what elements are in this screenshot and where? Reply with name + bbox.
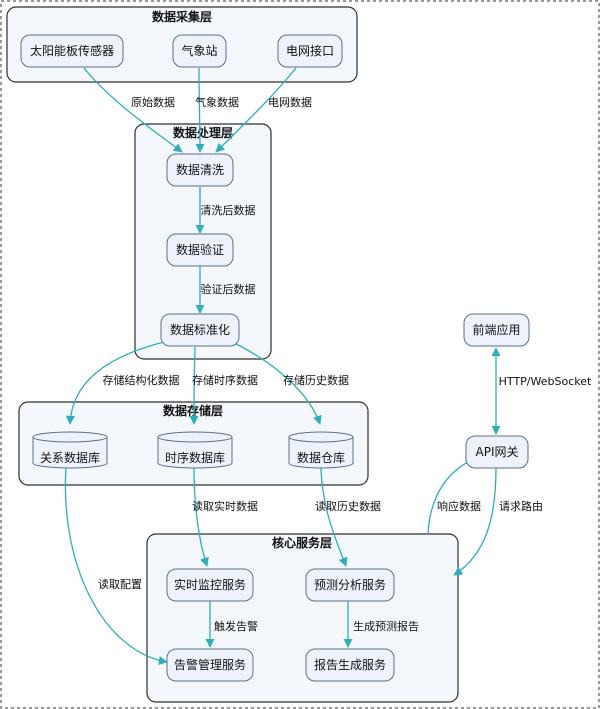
node-label-weather-station: 气象站 — [181, 43, 217, 58]
edge-store-structured — [65, 340, 169, 425]
node-label-realtime-monitor: 实时监控服务 — [174, 577, 246, 592]
node-frontend-app[interactable]: 前端应用 — [463, 313, 530, 347]
edge-grid-data — [215, 67, 297, 153]
node-relational-db[interactable]: 关系数据库 — [32, 431, 108, 469]
node-label-forecast-analysis: 预测分析服务 — [314, 577, 386, 592]
edge-label-store-history: 存储历史数据 — [283, 373, 349, 387]
edge-label-raw-data: 原始数据 — [131, 95, 175, 109]
edge-label-store-timeseries: 存储时序数据 — [192, 373, 258, 387]
node-realtime-monitor[interactable]: 实时监控服务 — [166, 568, 254, 602]
edge-label-weather-data: 气象数据 — [195, 95, 239, 109]
node-forecast-analysis[interactable]: 预测分析服务 — [305, 568, 395, 602]
edge-store-timeseries — [189, 346, 199, 425]
node-label-alarm-management: 告警管理服务 — [174, 657, 246, 672]
edge-weather-data — [195, 67, 205, 153]
node-label-data-cleaning: 数据清洗 — [176, 162, 224, 177]
node-solar-sensor[interactable]: 太阳能板传感器 — [20, 34, 124, 68]
node-label-api-gateway: API网关 — [476, 445, 519, 459]
node-alarm-management[interactable]: 告警管理服务 — [166, 648, 254, 682]
node-label-report-generation: 报告生成服务 — [314, 657, 386, 672]
node-grid-interface[interactable]: 电网接口 — [277, 34, 343, 68]
node-timeseries-db[interactable]: 时序数据库 — [157, 431, 233, 469]
node-data-validation[interactable]: 数据验证 — [166, 233, 234, 267]
node-label-frontend-app: 前端应用 — [472, 322, 520, 337]
edge-raw-data — [83, 67, 183, 153]
edge-label-cleaned-data: 清洗后数据 — [201, 203, 256, 217]
edge-label-read-realtime: 读取实时数据 — [192, 499, 258, 513]
edge-label-read-history: 读取历史数据 — [315, 499, 381, 513]
edge-label-http-websocket: HTTP/WebSocket — [499, 375, 592, 388]
edge-read-config — [64, 467, 168, 666]
edge-label-request-routing: 请求路由 — [499, 499, 543, 513]
edge-label-generate-forecast-report: 生成预测报告 — [353, 619, 419, 633]
edge-read-history — [320, 467, 348, 567]
node-api-gateway[interactable]: API网关 — [465, 435, 529, 469]
edge-label-store-structured: 存储结构化数据 — [103, 373, 180, 387]
node-label-data-validation: 数据验证 — [176, 242, 224, 257]
edge-read-realtime — [193, 467, 209, 567]
edge-request-routing — [453, 467, 497, 576]
node-data-standardization[interactable]: 数据标准化 — [160, 313, 240, 347]
node-weather-station[interactable]: 气象站 — [172, 34, 227, 68]
node-label-data-warehouse: 数据仓库 — [297, 450, 345, 465]
node-label-timeseries-db: 时序数据库 — [165, 450, 225, 465]
cluster-title-core: 核心服务层 — [272, 535, 332, 550]
cluster-title-processing: 数据处理层 — [173, 125, 233, 140]
node-report-generation[interactable]: 报告生成服务 — [305, 648, 395, 682]
node-label-data-standardization: 数据标准化 — [170, 322, 230, 337]
edge-label-response-data: 响应数据 — [437, 499, 481, 513]
node-data-cleaning[interactable]: 数据清洗 — [166, 153, 234, 187]
edge-label-trigger-alarm: 触发告警 — [214, 619, 258, 633]
node-label-solar-sensor: 太阳能板传感器 — [30, 43, 114, 58]
cluster-title-storage: 数据存储层 — [163, 403, 223, 418]
node-label-relational-db: 关系数据库 — [40, 450, 100, 465]
node-label-grid-interface: 电网接口 — [286, 43, 334, 58]
edge-store-history — [229, 340, 322, 425]
cluster-title-collection: 数据采集层 — [152, 9, 212, 24]
node-data-warehouse[interactable]: 数据仓库 — [288, 431, 354, 469]
edge-label-grid-data: 电网数据 — [268, 95, 312, 109]
edge-label-read-config: 读取配置 — [98, 577, 142, 591]
edge-response-data — [427, 457, 477, 535]
edge-label-validated-data: 验证后数据 — [201, 282, 256, 296]
